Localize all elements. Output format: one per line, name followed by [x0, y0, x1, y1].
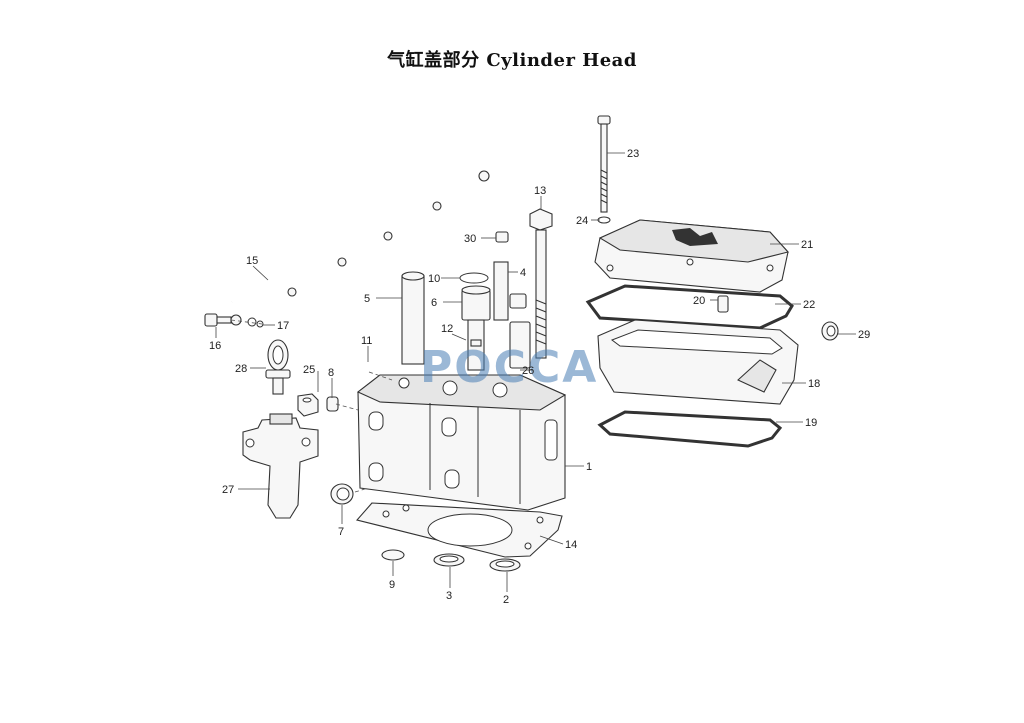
cylinder-head — [356, 374, 567, 511]
callout-8: 8 — [328, 367, 334, 379]
callout-19: 19 — [805, 417, 817, 429]
spacer-tube — [509, 321, 531, 369]
callout-labels: 1 2 3 4 5 6 7 8 9 10 11 12 13 14 15 16 1… — [209, 148, 870, 606]
valve-seat-3 — [433, 553, 465, 567]
callout-24: 24 — [576, 215, 588, 227]
injector — [461, 285, 491, 371]
callout-28: 28 — [235, 363, 247, 375]
callout-29: 29 — [858, 329, 870, 341]
sleeve-tube — [401, 271, 425, 365]
callout-9: 9 — [389, 579, 395, 591]
callout-5: 5 — [364, 293, 370, 305]
cover-bolt — [597, 115, 611, 224]
callout-2: 2 — [503, 594, 509, 606]
small-bolt — [717, 295, 729, 313]
callout-18: 18 — [808, 378, 820, 390]
callout-15: 15 — [246, 255, 258, 267]
fuel-pipe — [231, 170, 490, 304]
callout-12: 12 — [441, 323, 453, 335]
cover-gasket — [585, 284, 794, 330]
small-nut — [509, 293, 527, 309]
page-title: 气缸盖部分 Cylinder Head — [387, 50, 637, 71]
cylinder-head-bolt — [529, 208, 553, 359]
callout-21: 21 — [801, 239, 813, 251]
callout-20: 20 — [693, 295, 705, 307]
callout-6: 6 — [431, 297, 437, 309]
base-gasket — [597, 410, 783, 448]
callout-27: 27 — [222, 484, 234, 496]
leader-lines — [215, 152, 856, 592]
plug-cap — [326, 396, 339, 412]
valve-seat-2 — [489, 558, 521, 572]
bracket — [242, 413, 319, 519]
valve-cover — [594, 219, 790, 293]
callout-3: 3 — [446, 590, 452, 602]
banjo-bolt — [204, 313, 264, 328]
align-line — [354, 487, 369, 493]
callout-17: 17 — [277, 320, 289, 332]
callout-11: 11 — [361, 335, 372, 347]
seal-ring-7 — [330, 483, 354, 505]
o-ring — [459, 272, 489, 284]
callout-7: 7 — [338, 526, 344, 538]
callout-25: 25 — [303, 364, 315, 376]
lifting-eye — [265, 339, 291, 395]
callout-4: 4 — [520, 267, 526, 279]
callout-30: 30 — [464, 233, 476, 245]
nut — [297, 393, 319, 417]
injector-sleeve — [493, 231, 509, 321]
callout-14: 14 — [565, 539, 577, 551]
oil-seal — [821, 321, 839, 341]
watermark: POCCA — [420, 342, 598, 393]
callout-23: 23 — [627, 148, 639, 160]
callout-1: 1 — [586, 461, 592, 473]
callout-10: 10 — [428, 273, 440, 285]
cover-housing — [597, 319, 799, 405]
seal-ring-9 — [381, 549, 405, 561]
callout-16: 16 — [209, 340, 221, 352]
callout-13: 13 — [534, 185, 546, 197]
align-line — [335, 403, 359, 411]
head-gasket — [355, 502, 563, 558]
callout-26: 26 — [522, 365, 534, 377]
callout-22: 22 — [803, 299, 815, 311]
